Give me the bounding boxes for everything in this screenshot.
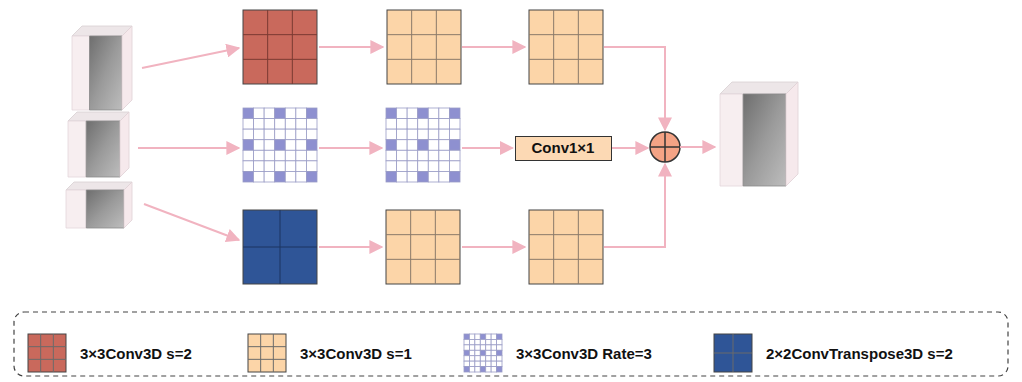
kernel-swatch [28,334,66,372]
transpose-conv-kernel [243,210,317,284]
conv-stride2-kernel [243,10,317,84]
legend-swatch [462,333,506,373]
flow-arrow [462,246,525,248]
flow-arrow [604,47,665,130]
flow-arrow [612,147,649,149]
conv-kernel [387,10,461,84]
sum-symbol [650,132,680,162]
legend-swatch [26,333,70,373]
legend-label: 2×2ConvTranspose3D s=2 [766,345,953,362]
legend-entry: 3×3Conv3D Rate=3 [462,333,652,373]
flow-arrow [142,48,239,68]
conv-kernel [529,210,603,284]
legend-entry: 3×3Conv3D s=1 [246,333,412,373]
dilated-kernel-swatch [464,334,502,372]
legend-label: 3×3Conv3D Rate=3 [516,345,652,362]
legend-entry: 2×2ConvTranspose3D s=2 [712,333,953,373]
operation-label: Conv1×1 [532,140,595,157]
flow-arrow [462,147,513,149]
operation-box: Conv1×1 [515,136,612,161]
kernel-swatch [714,334,752,372]
dilated-kernel [243,108,317,182]
drawing [14,10,1008,376]
input-cube [66,182,132,228]
legend-label: 3×3Conv3D s=1 [300,345,412,362]
conv-kernel [529,10,603,84]
legend-frame [14,312,1008,376]
flow-arrow [138,147,239,149]
flow-arrow [319,46,383,48]
flow-arrows [138,47,715,247]
dilated-kernel [386,108,460,182]
input-cube [72,26,132,110]
flow-arrow [319,147,382,149]
flow-arrow [680,146,715,148]
output-cube [720,82,798,186]
kernel-swatch [248,334,286,372]
flow-arrow [144,204,239,240]
flow-arrow [319,246,382,248]
flow-arrow [462,46,525,48]
input-cube [68,112,129,177]
conv-kernel [386,210,460,284]
legend-entry: 3×3Conv3D s=2 [26,333,192,373]
legend-label: 3×3Conv3D s=2 [80,345,192,362]
legend-swatch [712,333,756,373]
legend-swatch [246,333,290,373]
flow-arrow [604,164,665,247]
